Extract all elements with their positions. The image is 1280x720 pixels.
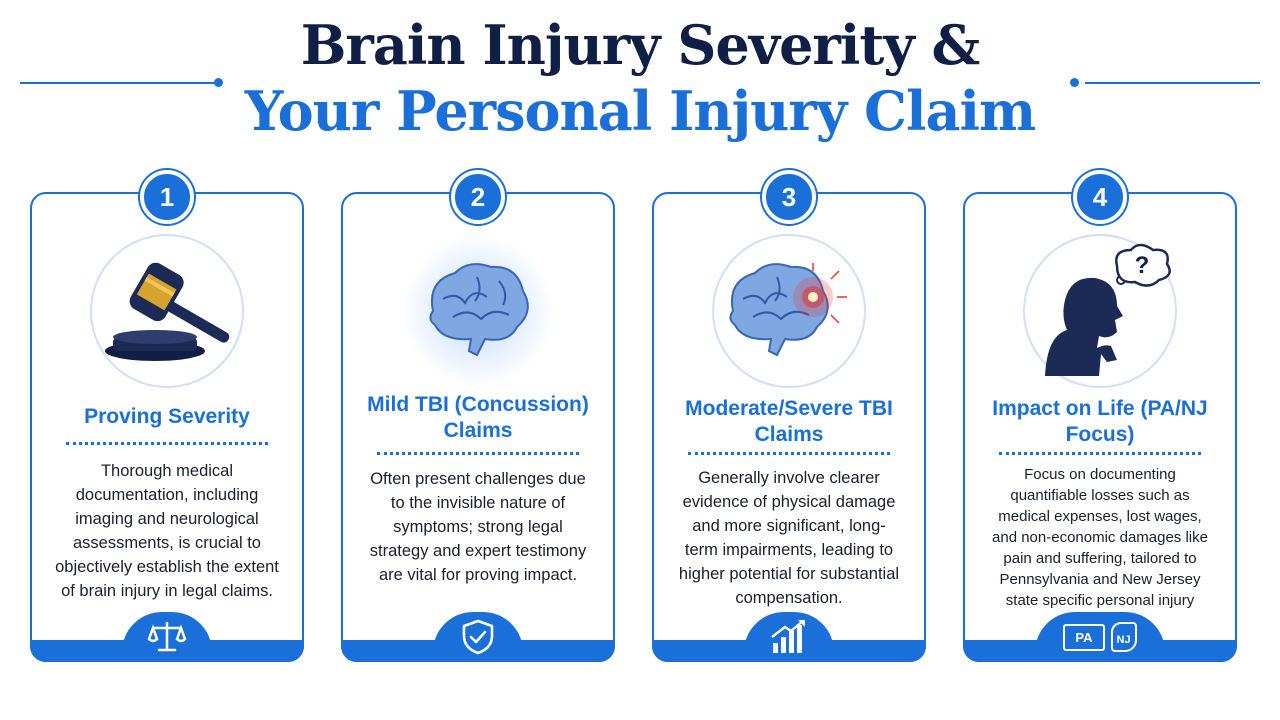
card-mild-tbi: 2 Mild TBI (Concussion) Claims Often pre… bbox=[341, 170, 615, 662]
question-mark-text: ? bbox=[1135, 252, 1150, 279]
step-number-badge: 1 bbox=[140, 170, 194, 224]
right-divider bbox=[1085, 82, 1260, 84]
right-divider-dot bbox=[1070, 78, 1079, 87]
card-body: Often present challenges due to the invi… bbox=[369, 470, 587, 584]
dotted-divider bbox=[688, 452, 890, 455]
rising-chart-icon bbox=[744, 612, 834, 662]
card-body: Thorough medical documentation, includin… bbox=[55, 462, 279, 600]
dotted-divider bbox=[66, 442, 268, 445]
scales-icon bbox=[122, 612, 212, 662]
dotted-divider bbox=[999, 452, 1201, 455]
left-divider-dot bbox=[214, 78, 223, 87]
nj-map-icon: NJ bbox=[1110, 622, 1137, 652]
shield-check-icon bbox=[433, 612, 523, 662]
card-title: Moderate/Severe TBI Claims bbox=[685, 397, 893, 446]
glowing-brain-icon bbox=[401, 234, 555, 388]
injured-brain-icon bbox=[712, 234, 866, 388]
page-title-line1: Brain Injury Severity & bbox=[300, 13, 981, 77]
thinking-person-icon: ? bbox=[1023, 234, 1177, 388]
card-impact-on-life: 4 ? Impact on Life (PA/NJ Focus) Focus o… bbox=[963, 170, 1237, 662]
state-maps-icon: PA NJ bbox=[1035, 612, 1165, 662]
dotted-divider bbox=[377, 452, 579, 455]
card-title: Impact on Life (PA/NJ Focus) bbox=[992, 397, 1208, 446]
card-proving-severity: 1 Proving Severity Thorough medical docu… bbox=[30, 170, 304, 662]
left-divider bbox=[20, 82, 215, 84]
pa-map-icon: PA bbox=[1063, 623, 1105, 651]
card-body: Focus on documenting quantifiable losses… bbox=[992, 466, 1208, 630]
card-title: Mild TBI (Concussion) Claims bbox=[367, 393, 589, 442]
gavel-icon bbox=[90, 234, 244, 388]
card-moderate-severe-tbi: 3 Moderate/Severe TBI Claims Generally i… bbox=[652, 170, 926, 662]
step-number-badge: 2 bbox=[451, 170, 505, 224]
card-title: Proving Severity bbox=[84, 405, 250, 428]
card-body: Generally involve clearer evidence of ph… bbox=[678, 469, 900, 607]
step-number-badge: 3 bbox=[762, 170, 816, 224]
page-title-line2: Your Personal Injury Claim bbox=[244, 79, 1036, 143]
step-number-badge: 4 bbox=[1073, 170, 1127, 224]
